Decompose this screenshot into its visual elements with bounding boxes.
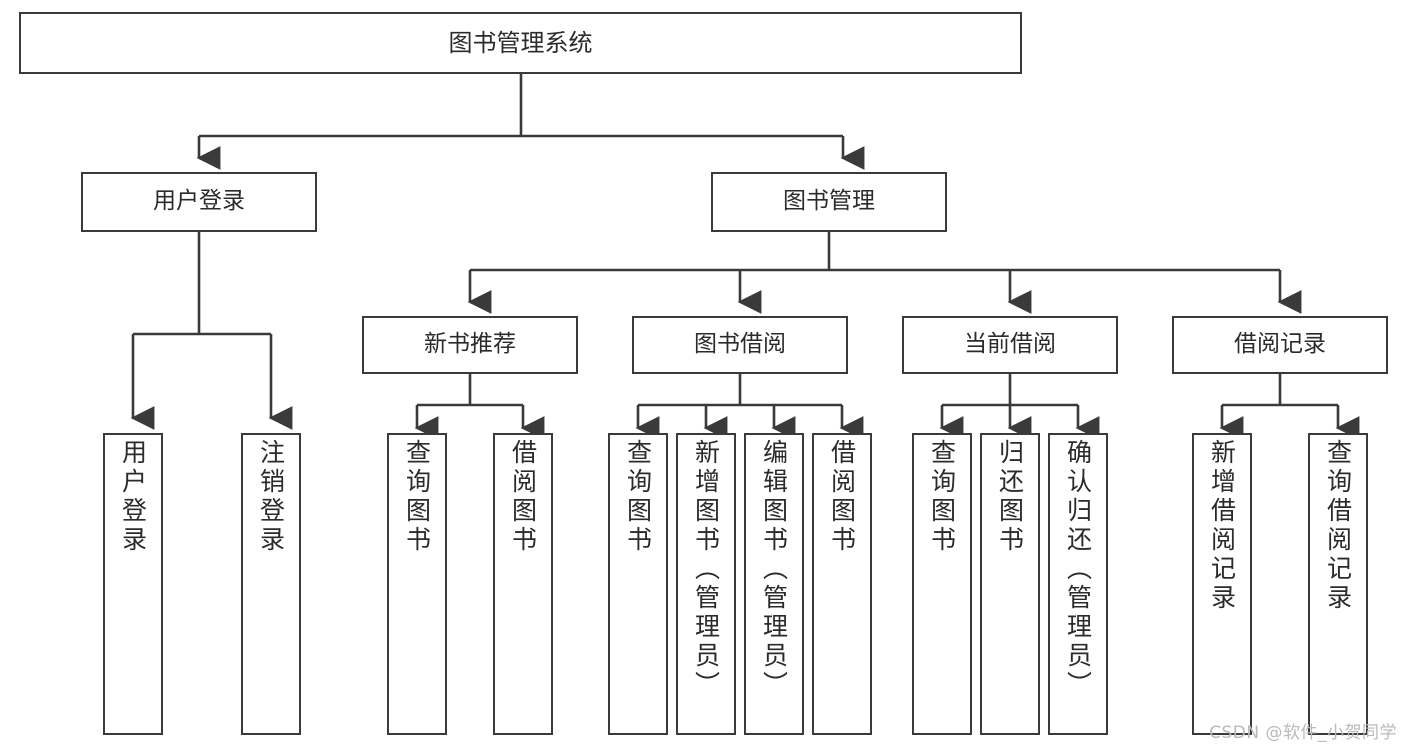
node-label: 查询借阅记录 [1323, 439, 1353, 613]
node-leaf-query-record[interactable]: 查询借阅记录 [1308, 433, 1368, 735]
node-label: 查询图书 [623, 439, 653, 555]
node-leaf-return-book[interactable]: 归还图书 [980, 433, 1040, 735]
node-new-book-recommend[interactable]: 新书推荐 [362, 316, 578, 374]
node-label: 注销登录 [256, 439, 286, 555]
node-label: 编辑图书（管理员） [759, 439, 789, 700]
node-leaf-user-login[interactable]: 用户登录 [103, 433, 163, 735]
node-label: 当前借阅 [964, 331, 1056, 358]
node-label: 确认归还（管理员） [1063, 439, 1093, 700]
node-current-borrow[interactable]: 当前借阅 [902, 316, 1118, 374]
node-leaf-query-book-1[interactable]: 查询图书 [387, 433, 447, 735]
node-leaf-query-book-3[interactable]: 查询图书 [912, 433, 972, 735]
node-leaf-borrow-book-1[interactable]: 借阅图书 [493, 433, 553, 735]
node-label: 借阅图书 [827, 439, 857, 555]
node-label: 归还图书 [995, 439, 1025, 555]
node-leaf-add-book[interactable]: 新增图书（管理员） [676, 433, 736, 735]
node-label: 新增借阅记录 [1207, 439, 1237, 613]
node-label: 查询图书 [927, 439, 957, 555]
node-leaf-edit-book[interactable]: 编辑图书（管理员） [744, 433, 804, 735]
node-label: 图书管理 [783, 188, 875, 215]
node-borrow-record[interactable]: 借阅记录 [1172, 316, 1388, 374]
node-book-borrow[interactable]: 图书借阅 [632, 316, 848, 374]
node-label: 新增图书（管理员） [691, 439, 721, 700]
node-leaf-logout[interactable]: 注销登录 [241, 433, 301, 735]
node-user-login[interactable]: 用户登录 [81, 172, 317, 232]
node-label: 借阅图书 [508, 439, 538, 555]
node-label: 查询图书 [402, 439, 432, 555]
node-leaf-borrow-book-2[interactable]: 借阅图书 [812, 433, 872, 735]
node-leaf-confirm-return[interactable]: 确认归还（管理员） [1048, 433, 1108, 735]
node-label: 借阅记录 [1234, 331, 1326, 358]
node-label: 图书借阅 [694, 331, 786, 358]
node-root-system[interactable]: 图书管理系统 [19, 12, 1022, 74]
watermark: CSDN @软件_小贺同学 [1209, 723, 1397, 743]
node-label: 用户登录 [153, 188, 245, 215]
node-leaf-query-book-2[interactable]: 查询图书 [608, 433, 668, 735]
node-label: 用户登录 [118, 439, 148, 555]
node-label: 图书管理系统 [448, 28, 593, 57]
node-book-manage[interactable]: 图书管理 [711, 172, 947, 232]
node-leaf-add-record[interactable]: 新增借阅记录 [1192, 433, 1252, 735]
node-label: 新书推荐 [424, 331, 516, 358]
